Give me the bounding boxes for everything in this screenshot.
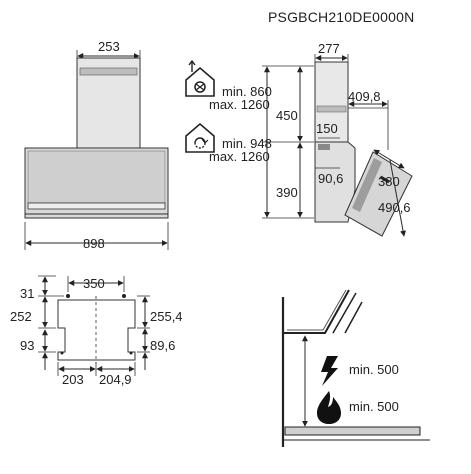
- bottom-right-label: 89,6: [150, 338, 175, 353]
- flame-icon: [317, 391, 341, 424]
- left-height-label: 252: [10, 309, 32, 324]
- outlet-width-label: 150: [316, 121, 338, 136]
- clearance-view: min. 500 min. 500: [281, 289, 430, 447]
- cooktop: [284, 426, 421, 436]
- bottom-left-label: 93: [20, 338, 34, 353]
- total-panel-label: 490,6: [378, 200, 411, 215]
- total-width-label: 898: [83, 236, 105, 251]
- house-recirculation-icon: [185, 122, 215, 153]
- bracket-outline: [57, 299, 136, 361]
- top-spacing-label: 350: [83, 276, 105, 291]
- depth-to-canopy-label: 409,8: [348, 89, 381, 104]
- side-body: [314, 141, 356, 223]
- top-offset-label: 31: [20, 286, 34, 301]
- chimney-width-label: 253: [98, 39, 120, 54]
- recirculation-max: max. 1260: [209, 149, 270, 164]
- panel-length-label: 380: [378, 174, 400, 189]
- model-code: PSGBCH210DE0000N: [268, 9, 414, 25]
- right-height-label: 255,4: [150, 309, 183, 324]
- front-view: 253 898: [24, 39, 169, 251]
- height-note-extraction: min. 860 max. 1260: [185, 59, 272, 112]
- recirculation-min: min. 948: [222, 136, 272, 151]
- gas-clearance-label: min. 500: [349, 399, 399, 414]
- angled-glass-panel: [344, 151, 413, 237]
- bottom-span-right-label: 204,9: [99, 372, 132, 387]
- extraction-min: min. 860: [222, 84, 272, 99]
- lightning-icon: [321, 356, 338, 386]
- top-depth-label: 277: [318, 41, 340, 56]
- extraction-max: max. 1260: [209, 97, 270, 112]
- body-height-label: 390: [276, 185, 298, 200]
- side-view: 277 150 409,8 450 390 90,6 380: [262, 41, 413, 237]
- inner-offset-label: 90,6: [318, 171, 343, 186]
- electric-clearance-label: min. 500: [349, 362, 399, 377]
- height-note-recirculation: min. 948 max. 1260: [185, 122, 272, 164]
- mount-plan: 350 31 252 93 255,4 89,6 203 204,9: [10, 275, 183, 387]
- bottom-span-left-label: 203: [62, 372, 84, 387]
- chimney-height-label: 450: [276, 108, 298, 123]
- house-fan-icon: [185, 59, 215, 97]
